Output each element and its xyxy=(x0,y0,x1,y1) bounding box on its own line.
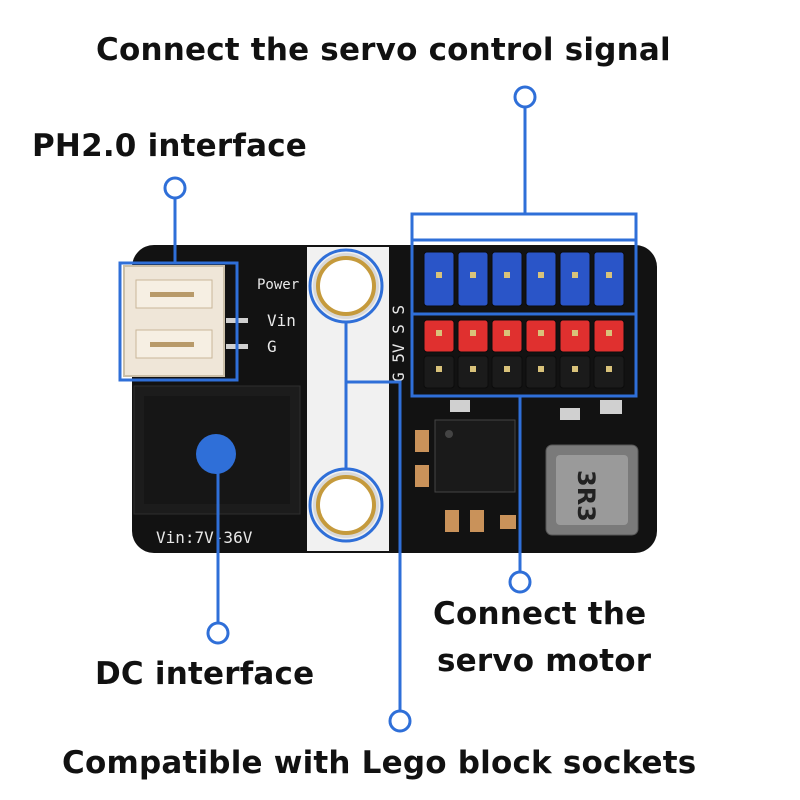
header-pin xyxy=(436,366,442,372)
header-pin xyxy=(538,330,544,336)
servo-motor-highlight-box xyxy=(410,312,638,398)
dc-interface-label: DC interface xyxy=(95,656,315,692)
header-pin xyxy=(538,366,544,372)
dc-callout-dot xyxy=(206,621,230,645)
header-pin xyxy=(606,272,612,278)
smd-components xyxy=(415,400,622,532)
header-pin-housing xyxy=(593,251,625,307)
servo-motor-label-line2: servo motor xyxy=(437,643,652,679)
g-silk-label: G xyxy=(267,337,277,356)
servo-signal-label: Connect the servo control signal xyxy=(96,32,671,68)
pin-row-silk-label: G 5V S S xyxy=(389,305,408,382)
lego-hole-top xyxy=(313,253,379,319)
inductor-label: 3R3 xyxy=(572,470,600,522)
vin-silk-label: Vin xyxy=(267,311,296,330)
header-pin-housing xyxy=(423,251,455,307)
header-pin xyxy=(572,272,578,278)
servo-signal-callout-dot xyxy=(513,85,537,109)
header-pin xyxy=(504,272,510,278)
header-pin xyxy=(470,272,476,278)
header-pin xyxy=(538,272,544,278)
servo-motor-label-line1: Connect the xyxy=(433,596,647,632)
header-pin xyxy=(470,330,476,336)
ic-chip xyxy=(434,419,516,493)
header-pin-housing xyxy=(525,251,557,307)
lego-hole-bottom xyxy=(313,472,379,538)
header-pin-housing xyxy=(559,251,591,307)
ph20-highlight-box xyxy=(118,261,239,382)
ph20-connector xyxy=(123,265,225,377)
header-pin xyxy=(572,330,578,336)
ph20-interface-label: PH2.0 interface xyxy=(32,128,308,164)
header-pin xyxy=(436,330,442,336)
header-pin xyxy=(572,366,578,372)
lego-callout-dot xyxy=(388,709,412,733)
dc-jack-marker xyxy=(196,434,236,474)
header-pin xyxy=(504,366,510,372)
header-pin xyxy=(504,330,510,336)
ph20-callout-dot xyxy=(163,176,187,200)
header-pin xyxy=(436,272,442,278)
power-silk-label: Power xyxy=(257,277,299,293)
header-pin xyxy=(470,366,476,372)
header-pin-housing xyxy=(491,251,523,307)
vin-range-silk-label: Vin:7V-36V xyxy=(156,528,253,547)
header-pin-housing xyxy=(457,251,489,307)
callout-overlays xyxy=(118,85,638,733)
header-pin xyxy=(606,330,612,336)
servo-motor-callout-dot xyxy=(508,570,532,594)
header-pin xyxy=(606,366,612,372)
lego-compatible-label: Compatible with Lego block sockets xyxy=(62,745,697,781)
inductor xyxy=(545,444,639,536)
servo-header-block xyxy=(423,251,625,389)
